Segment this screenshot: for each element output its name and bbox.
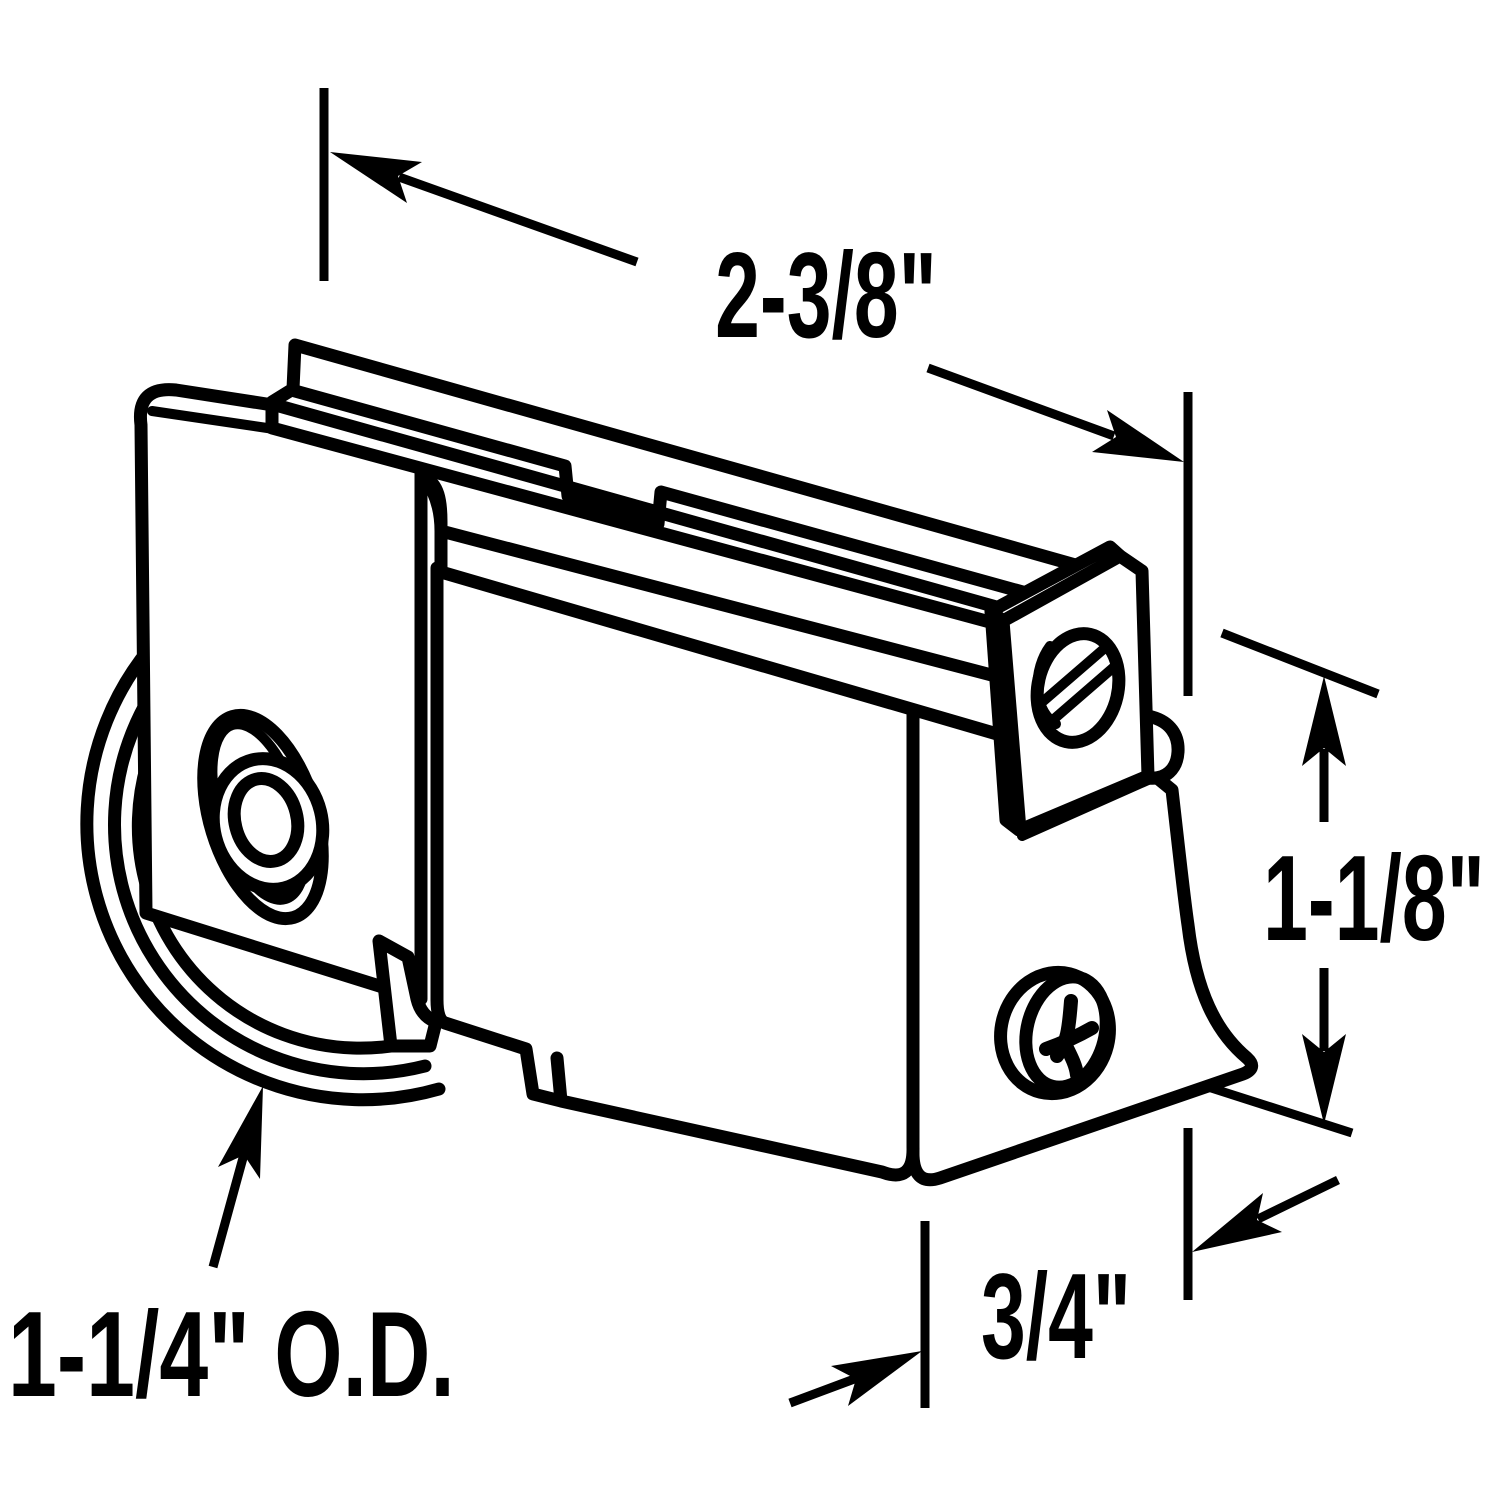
axle-adjustment-slot — [197, 708, 330, 926]
width-dimension-label: 2-3/8" — [715, 226, 937, 363]
rail-flange-line — [265, 397, 1007, 615]
phillips-screw — [994, 965, 1116, 1101]
tab-front-face — [996, 549, 1155, 837]
rail-ridge-line-with-notch — [288, 384, 1102, 619]
wheel-od-arrowhead — [218, 1086, 263, 1179]
screw-slot-line-2 — [1049, 662, 1119, 724]
mounting-plate — [133, 383, 428, 1006]
housing-right-face — [898, 693, 1259, 1187]
housing-foot — [372, 934, 443, 1053]
wheel-od-leader — [208, 1145, 251, 1269]
depth-arrowhead-left — [831, 1351, 922, 1406]
wheel-od-dimension-label: 1-1/4" O.D. — [8, 1286, 455, 1423]
screw-head-inner — [1019, 970, 1113, 1094]
width-arrowhead-left — [330, 152, 422, 203]
depth-dimension-label: 3/4" — [981, 1247, 1131, 1384]
height-dimension-label: 1-1/8" — [1263, 829, 1485, 966]
phillips-cross-icon — [1039, 994, 1099, 1082]
channel-front-band — [418, 471, 1185, 785]
dimension-width: 2-3/8" — [319, 88, 1193, 696]
wheel-rim-arc — [108, 661, 432, 1081]
screw-slot-line-1 — [1035, 642, 1111, 709]
dimension-depth: 3/4" — [788, 1128, 1340, 1408]
wheel-outer-arc — [80, 641, 446, 1107]
width-leader-right — [926, 363, 1116, 441]
axle-ring-inner — [227, 772, 305, 868]
screw-tab — [984, 540, 1155, 837]
width-leader-left — [397, 172, 639, 267]
housing-front-face — [430, 561, 920, 1182]
housing-body — [372, 471, 1259, 1187]
dimension-height: 1-1/8" — [1203, 628, 1485, 1138]
plate-top-thickness-line — [147, 406, 279, 434]
dimension-wheel-od: 1-1/4" O.D. — [8, 1086, 455, 1422]
width-arrowhead-right — [1092, 410, 1184, 462]
height-tick-top — [1220, 628, 1380, 699]
height-arrowhead-up — [1302, 676, 1346, 766]
countersunk-screw-hole — [1030, 627, 1126, 749]
depth-leader-right — [1256, 1175, 1340, 1224]
countersink-wall — [1032, 641, 1061, 729]
depth-arrowhead-right — [1192, 1193, 1282, 1252]
height-arrowhead-down — [1302, 1034, 1346, 1124]
height-tick-bottom — [1203, 1081, 1354, 1138]
depth-leader-left — [788, 1373, 859, 1408]
